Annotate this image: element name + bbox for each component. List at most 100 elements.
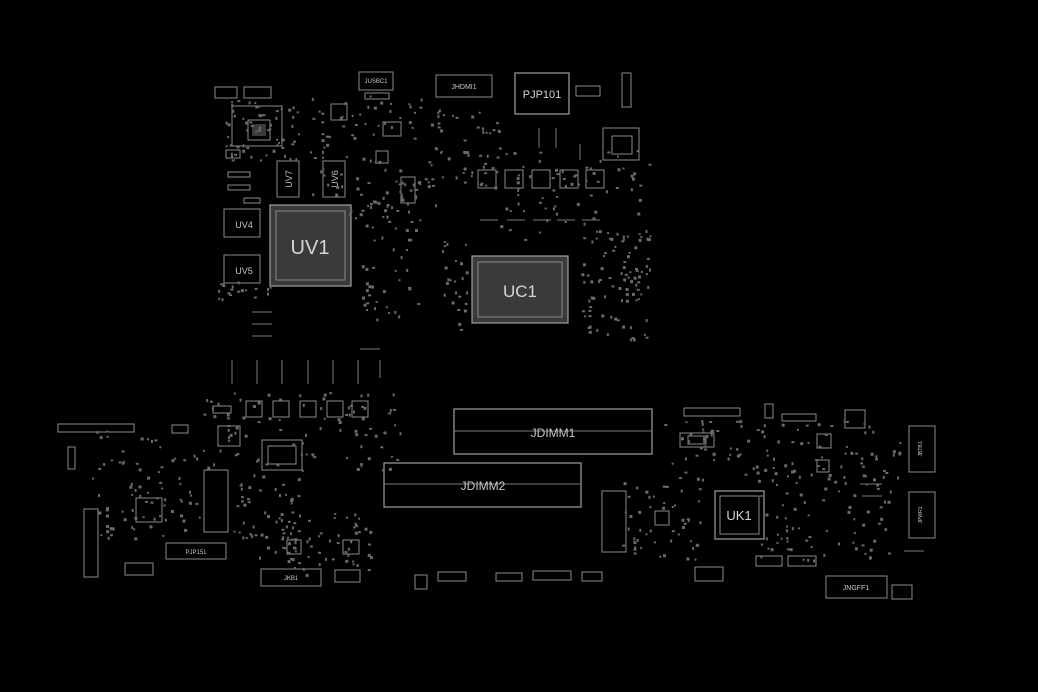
smd-pad	[736, 447, 739, 451]
smd-pad	[389, 109, 392, 113]
smd-pad	[301, 469, 304, 472]
smd-pad	[480, 182, 484, 185]
smd-pad	[183, 459, 187, 462]
smd-pad	[498, 147, 502, 150]
smd-pad	[249, 121, 253, 124]
smd-pad	[384, 168, 387, 172]
smd-pad	[799, 493, 803, 497]
smd-pad	[791, 527, 794, 531]
smd-pad	[282, 536, 285, 540]
smd-pad	[284, 493, 287, 496]
smd-pad	[663, 502, 666, 505]
smd-pad	[820, 456, 823, 459]
jpwr1-label: JPWR1	[918, 506, 924, 523]
smd-pad	[638, 510, 642, 514]
smd-pad	[226, 417, 230, 420]
smd-pad	[622, 167, 625, 170]
smd-pad	[292, 546, 296, 550]
smd-pad	[338, 421, 342, 424]
smd-pad	[142, 516, 145, 519]
smd-pad	[401, 181, 404, 185]
smd-pad	[399, 117, 402, 120]
smd-pad	[285, 525, 288, 529]
smd-pad	[355, 217, 358, 220]
smd-pad	[585, 179, 588, 182]
smd-pad	[607, 151, 611, 154]
smd-pad	[686, 518, 690, 521]
smd-pad	[135, 462, 139, 465]
smd-pad	[570, 182, 574, 186]
smd-pad	[367, 205, 370, 208]
smd-pad	[622, 238, 625, 241]
smd-pad	[630, 280, 634, 284]
smd-pad	[385, 191, 389, 195]
smd-pad	[627, 276, 630, 279]
smd-pad	[301, 441, 304, 445]
smd-pad	[556, 196, 559, 198]
smd-pad	[392, 248, 395, 252]
smd-pad	[257, 401, 261, 405]
smd-pad	[729, 447, 732, 450]
smd-pad	[318, 110, 321, 113]
smd-pad	[291, 511, 295, 514]
smd-pad	[407, 203, 409, 206]
smd-pad	[313, 456, 317, 459]
smd-pad	[350, 405, 354, 407]
smd-pad	[633, 548, 637, 551]
smd-pad	[470, 175, 473, 178]
smd-pad	[228, 440, 231, 443]
smd-pad	[624, 511, 627, 514]
smd-pad	[218, 297, 221, 300]
smd-pad	[622, 235, 625, 239]
smd-pad	[827, 477, 831, 481]
smd-pad	[140, 437, 144, 441]
smd-pad	[853, 494, 857, 498]
smd-pad	[872, 430, 875, 434]
jkb1-label: JKB1	[284, 576, 299, 582]
smd-pad	[396, 458, 400, 461]
smd-pad	[236, 453, 240, 456]
smd-pad	[629, 515, 633, 518]
smd-pad	[264, 511, 267, 515]
smd-pad	[293, 522, 297, 525]
smd-pad	[371, 285, 375, 289]
smd-pad	[323, 393, 327, 397]
smd-pad	[442, 114, 445, 117]
smd-pad	[791, 462, 794, 466]
smd-pad	[353, 410, 356, 414]
smd-pad	[327, 183, 330, 187]
smd-pad	[844, 482, 847, 485]
smd-pad	[744, 473, 748, 476]
smd-pad	[352, 560, 355, 563]
smd-pad	[313, 157, 317, 160]
smd-pad	[159, 515, 162, 518]
smd-pad	[632, 292, 635, 296]
smd-pad	[840, 465, 843, 469]
smd-pad	[652, 495, 655, 498]
smd-pad	[876, 484, 880, 487]
smd-pad	[392, 393, 395, 397]
smd-pad	[399, 190, 402, 194]
smd-pad	[150, 501, 154, 504]
smd-pad	[645, 273, 648, 275]
smd-pad	[649, 268, 651, 272]
smd-pad	[262, 475, 266, 479]
smd-pad	[772, 467, 775, 469]
smd-pad	[242, 117, 245, 120]
smd-pad	[729, 453, 732, 456]
smd-pad	[491, 167, 495, 170]
smd-pad	[771, 479, 774, 483]
smd-pad	[701, 420, 704, 423]
smd-pad	[373, 106, 377, 110]
smd-pad	[603, 255, 605, 258]
smd-pad	[105, 514, 109, 518]
smd-pad	[620, 272, 623, 275]
smd-pad	[110, 534, 113, 537]
smd-pad	[634, 246, 638, 250]
smd-pad	[513, 151, 517, 155]
smd-pad	[362, 296, 365, 300]
smd-pad	[712, 452, 716, 456]
smd-pad	[508, 229, 512, 232]
smd-pad	[240, 289, 244, 293]
smd-pad	[321, 133, 325, 136]
